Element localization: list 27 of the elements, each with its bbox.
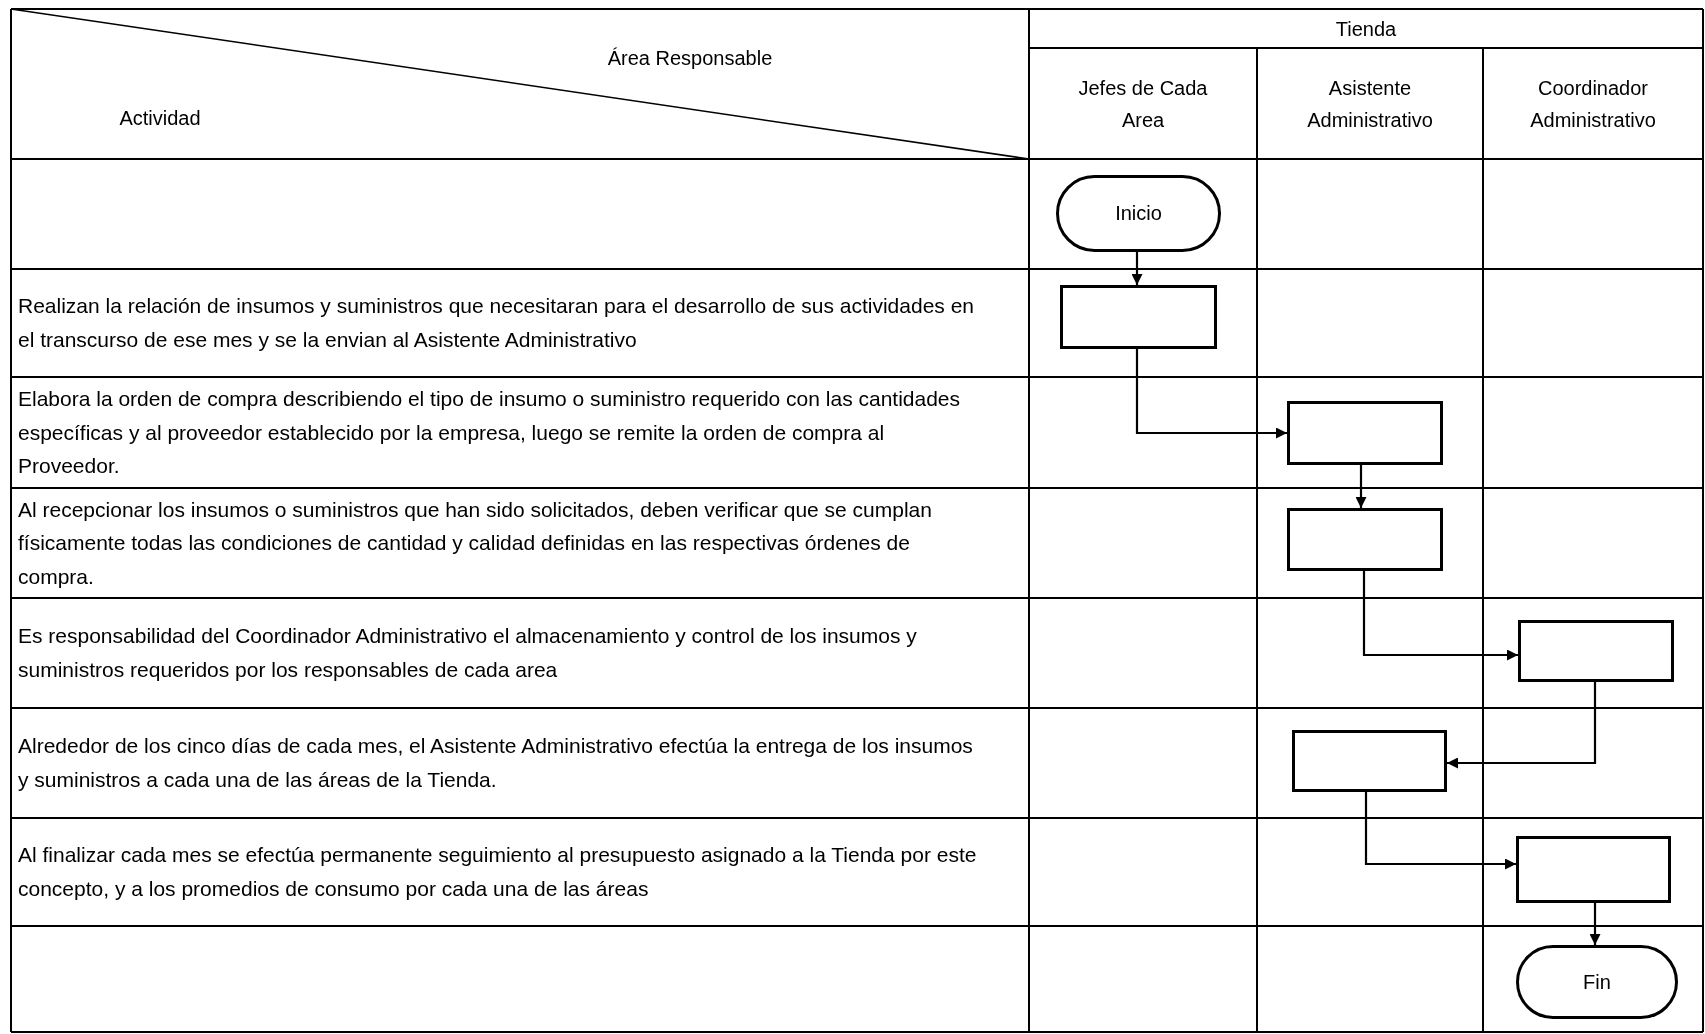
column-header: Jefes de Cada Area <box>1077 75 1209 133</box>
arrow <box>1364 792 1516 870</box>
process-box <box>1287 401 1443 465</box>
column-header: Área Responsable <box>607 46 773 71</box>
arrow <box>1362 571 1518 661</box>
arrow <box>1135 349 1287 439</box>
activity-text: Alrededor de los cinco días de cada mes, el Asistente Administrativo efectúa la entrega de los insumos y suministros a cada una de las áreas de la Tienda. <box>18 733 974 793</box>
arrow <box>1589 903 1601 945</box>
column-header: Asistente Administrativo <box>1306 75 1434 133</box>
process-box <box>1516 836 1671 903</box>
arrow <box>1447 682 1597 769</box>
activity-text: Es responsabilidad del Coordinador Administrativo el almacenamiento y control de los insumos y suministros requeridos por los responsables de cada area <box>18 623 918 683</box>
activity-text: Realizan la relación de insumos y suministros que necesitaran para el desarrollo de sus actividades en el transcurso de ese mes y se la envian al Asistente Administrativo <box>18 293 975 353</box>
process-box <box>1518 620 1674 682</box>
activity-text: Al recepcionar los insumos o suministros que han sido solicitados, deben verificar que se cumplan físicamente todas las condiciones de cantidad y calidad definidas en las respectivas órdenes de compra. <box>18 496 933 590</box>
activity-text: Al finalizar cada mes se efectúa permanente seguimiento al presupuesto asignado a la Tienda por este concepto, y a los promedios de consumo por cada una de las áreas <box>18 842 978 902</box>
arrow <box>1355 465 1367 508</box>
terminal-label: Inicio <box>1115 202 1162 225</box>
terminal-label: Fin <box>1583 970 1611 994</box>
activity-text: Elabora la orden de compra describiendo el tipo de insumo o suministro requerido con las cantidades específicas y al proveedor establecido por la empresa, luego se remite la orden de compra al Proveedor. <box>18 386 962 480</box>
column-header: Tienda <box>1335 16 1397 42</box>
process-box <box>1060 285 1217 349</box>
process-box <box>1292 730 1447 792</box>
column-header: Actividad <box>119 106 201 131</box>
process-box <box>1287 508 1443 571</box>
column-header: Coordinador Administrativo <box>1529 75 1657 133</box>
arrow <box>1131 252 1143 285</box>
